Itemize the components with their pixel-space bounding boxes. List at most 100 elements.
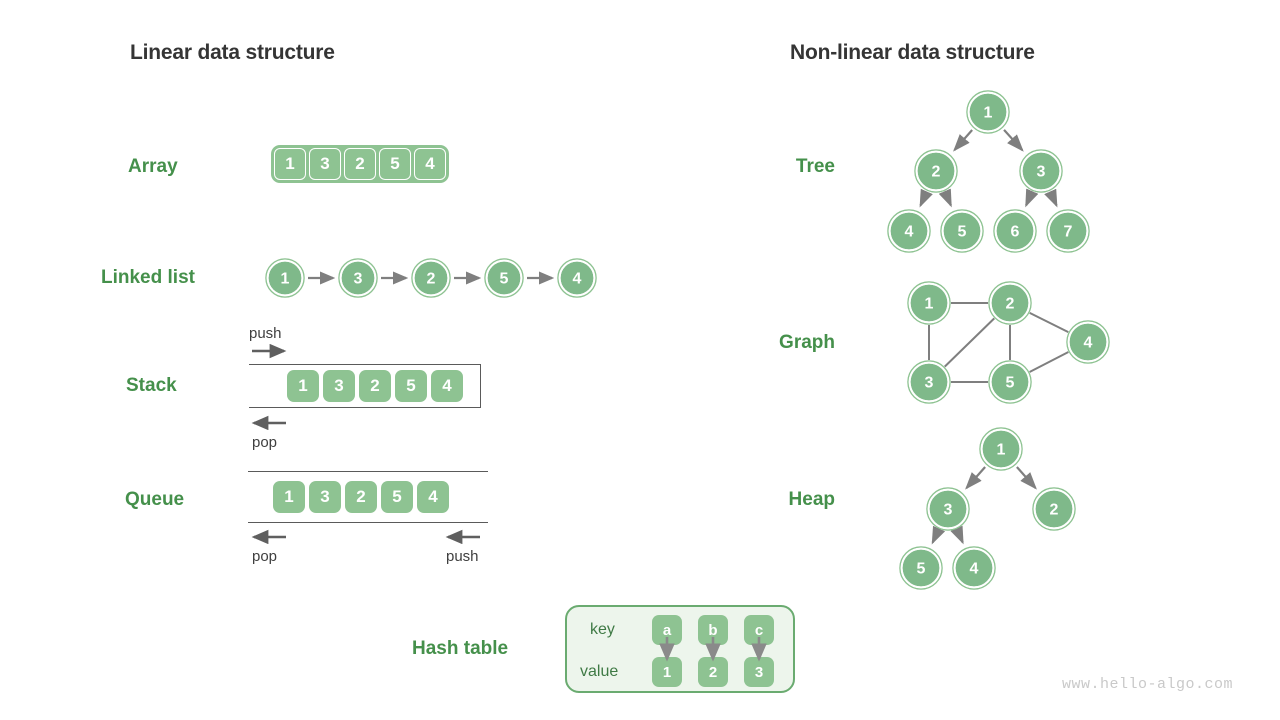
nonlinear-section-title: Non-linear data structure — [790, 41, 1035, 64]
stack-cell: 4 — [431, 370, 463, 402]
tree-edge-arrow — [950, 525, 964, 545]
svg-text:3: 3 — [944, 502, 953, 519]
array-cell: 4 — [414, 148, 446, 180]
queue-pop-label: pop — [252, 548, 278, 565]
heap-nodes: 1 3 2 5 4 — [899, 427, 1076, 590]
hash-value-cell: 1 — [652, 657, 682, 687]
tree-edge-arrow — [1025, 188, 1039, 208]
tree-label: Tree — [795, 156, 835, 177]
heap-edges — [931, 466, 1037, 545]
hash-value-label: value — [580, 663, 619, 680]
tree-edge-arrow — [938, 188, 952, 208]
stack-cell: 2 — [359, 370, 391, 402]
graph-node: 5 — [988, 360, 1032, 404]
heap-node: 3 — [926, 487, 970, 531]
linked-list-label: Linked list — [101, 267, 195, 288]
svg-text:2: 2 — [1006, 296, 1015, 313]
heap-node: 4 — [952, 546, 996, 590]
queue-push-label: push — [446, 548, 479, 565]
linked-list-node: 1 — [265, 258, 305, 298]
heap-node: 2 — [1032, 487, 1076, 531]
graph-edge — [1029, 311, 1069, 334]
svg-text:4: 4 — [1084, 335, 1093, 352]
stack-cell: 1 — [287, 370, 319, 402]
svg-text:5: 5 — [500, 271, 509, 288]
linked-list-node: 4 — [557, 258, 597, 298]
linked-list-structure: 1 3 2 5 4 — [262, 252, 607, 304]
svg-text:1: 1 — [925, 296, 934, 313]
array-cell: 2 — [344, 148, 376, 180]
queue-label: Queue — [125, 489, 185, 510]
svg-text:1: 1 — [281, 271, 290, 288]
linear-section-title: Linear data structure — [130, 41, 335, 64]
array-cell: 5 — [379, 148, 411, 180]
queue-cell: 3 — [309, 481, 341, 513]
tree-node: 6 — [993, 209, 1037, 253]
tree-node: 7 — [1046, 209, 1090, 253]
tree-node: 2 — [914, 149, 958, 193]
linked-list-node: 5 — [484, 258, 524, 298]
svg-text:3: 3 — [925, 375, 934, 392]
svg-text:6: 6 — [1011, 224, 1020, 241]
graph-edge — [1029, 351, 1069, 373]
heap-label: Heap — [788, 489, 835, 510]
hash-value-cell: 2 — [698, 657, 728, 687]
stack-push-label: push — [249, 325, 282, 342]
graph-node: 2 — [988, 281, 1032, 325]
svg-text:1: 1 — [997, 442, 1006, 459]
tree-edge-arrow — [1044, 188, 1058, 208]
queue-pop-arrow — [250, 529, 294, 545]
svg-text:3: 3 — [1037, 164, 1046, 181]
svg-text:2: 2 — [1050, 502, 1059, 519]
stack-pop-label: pop — [252, 434, 278, 451]
svg-text:4: 4 — [905, 224, 914, 241]
linked-list-svg: 1 3 2 5 4 — [265, 258, 597, 298]
queue-cell: 2 — [345, 481, 377, 513]
tree-edge-arrow — [931, 525, 946, 545]
graph-node: 3 — [907, 360, 951, 404]
tree-edge-arrow — [1003, 129, 1024, 152]
tree-edge-arrow — [965, 466, 986, 490]
svg-text:5: 5 — [917, 561, 926, 578]
hash-arrows — [659, 637, 767, 662]
graph-nodes: 1 2 3 4 5 — [907, 281, 1110, 404]
graph-node: 4 — [1066, 320, 1110, 364]
queue-push-arrow — [444, 529, 488, 545]
tree-edge-arrow — [953, 129, 973, 152]
heap-node: 5 — [899, 546, 943, 590]
tree-node: 4 — [887, 209, 931, 253]
stack-push-arrow — [250, 343, 294, 359]
svg-text:1: 1 — [984, 105, 993, 122]
heap-node: 1 — [979, 427, 1023, 471]
svg-text:2: 2 — [932, 164, 941, 181]
svg-text:3: 3 — [354, 271, 363, 288]
graph-edge — [944, 317, 995, 368]
tree-edge-arrow — [919, 188, 933, 208]
watermark: www.hello-algo.com — [1062, 676, 1234, 693]
tree-edge-arrow — [1016, 466, 1037, 490]
queue-cell: 5 — [381, 481, 413, 513]
queue-cell: 4 — [417, 481, 449, 513]
hash-value-cell: 3 — [744, 657, 774, 687]
linked-list-node: 3 — [338, 258, 378, 298]
tree-edges — [919, 129, 1058, 208]
hash-table-label: Hash table — [412, 638, 509, 659]
svg-text:5: 5 — [1006, 375, 1015, 392]
stack-label: Stack — [126, 375, 177, 396]
linked-list-node: 2 — [411, 258, 451, 298]
queue-cell: 1 — [273, 481, 305, 513]
array-label: Array — [128, 156, 178, 177]
svg-text:7: 7 — [1064, 224, 1073, 241]
svg-text:4: 4 — [573, 271, 582, 288]
graph-label: Graph — [779, 332, 835, 353]
svg-text:4: 4 — [970, 561, 979, 578]
tree-node: 3 — [1019, 149, 1063, 193]
